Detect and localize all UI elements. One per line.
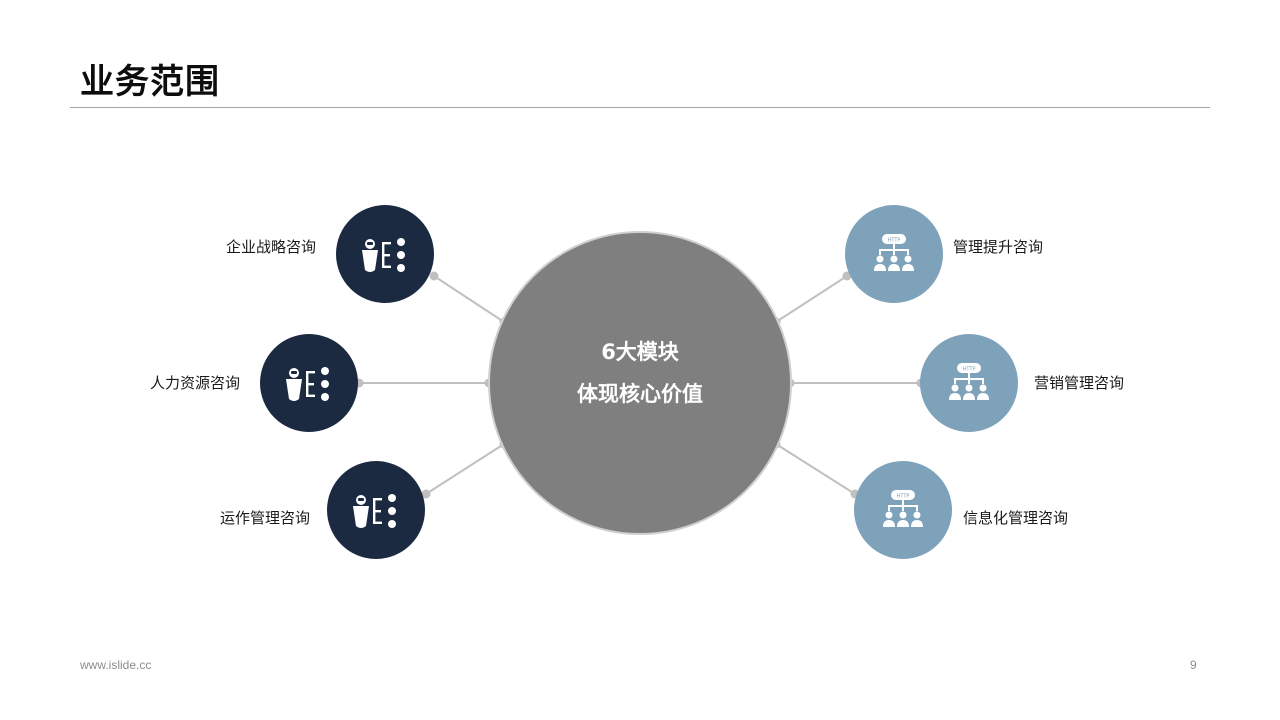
http-network-icon: HTTP bbox=[949, 363, 989, 400]
footer-url: www.islide.cc bbox=[80, 658, 152, 672]
svg-text:HTTP: HTTP bbox=[963, 366, 976, 372]
module-node-hr bbox=[260, 334, 358, 432]
module-label-it: 信息化管理咨询 bbox=[963, 509, 1069, 527]
svg-text:HTTP: HTTP bbox=[888, 237, 901, 243]
http-network-icon: HTTP bbox=[883, 490, 923, 527]
module-label-marketing: 营销管理咨询 bbox=[1034, 374, 1125, 392]
center-hub: 6大模块 体现核心价值 bbox=[488, 231, 792, 535]
module-node-operations bbox=[327, 461, 425, 559]
http-network-icon: HTTP bbox=[874, 234, 914, 271]
module-node-it: HTTP bbox=[854, 461, 952, 559]
svg-text:HTTP: HTTP bbox=[897, 493, 910, 499]
person-list-icon bbox=[362, 238, 405, 272]
module-node-management: HTTP bbox=[845, 205, 943, 303]
module-label-hr: 人力资源咨询 bbox=[150, 374, 241, 392]
module-label-management: 管理提升咨询 bbox=[953, 238, 1044, 256]
hub-headline: 6大模块 bbox=[601, 340, 679, 364]
person-list-icon bbox=[353, 494, 396, 528]
person-list-icon bbox=[286, 367, 329, 401]
page-number: 9 bbox=[1190, 658, 1197, 672]
module-node-strategy bbox=[336, 205, 434, 303]
module-node-marketing: HTTP bbox=[920, 334, 1018, 432]
module-label-operations: 运作管理咨询 bbox=[220, 509, 311, 527]
title-divider bbox=[70, 107, 1210, 108]
hub-subline: 体现核心价值 bbox=[577, 382, 703, 406]
module-label-strategy: 企业战略咨询 bbox=[226, 238, 317, 256]
page-title: 业务范围 bbox=[80, 62, 220, 102]
